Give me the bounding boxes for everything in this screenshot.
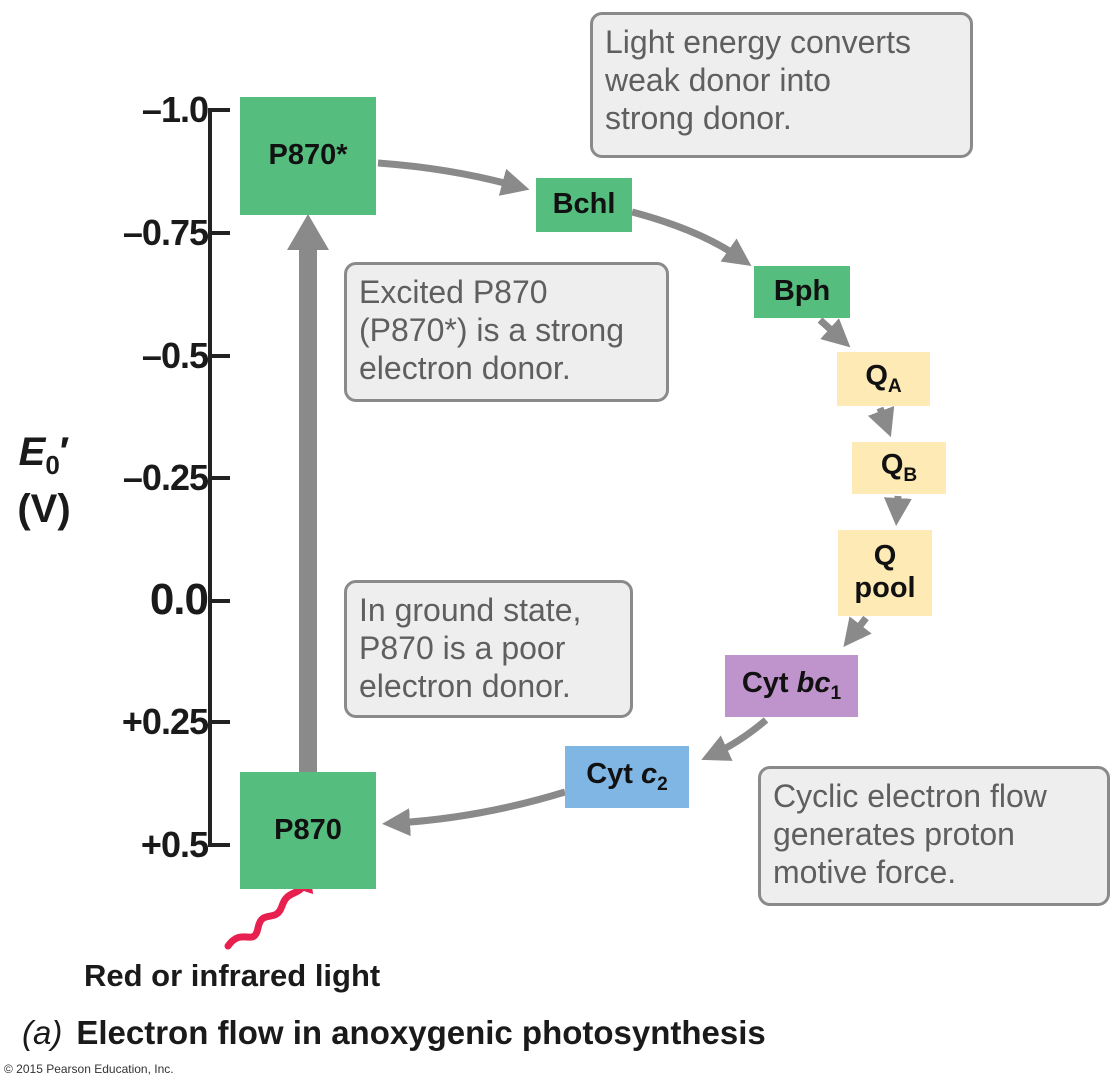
copyright: © 2015 Pearson Education, Inc. bbox=[4, 1062, 174, 1076]
tick-label: +0.25 bbox=[121, 701, 209, 742]
note-ground-state: In ground state, P870 is a poor electron… bbox=[344, 580, 633, 718]
note-cyclic-flow: Cyclic electron flow generates proton mo… bbox=[758, 766, 1110, 906]
light-label: Red or infrared light bbox=[84, 958, 381, 993]
tick-label: 0.0 bbox=[149, 575, 209, 624]
tick-label: –0.25 bbox=[122, 457, 209, 498]
excitation-arrow bbox=[287, 214, 329, 773]
q-pool-box: Q pool bbox=[838, 530, 932, 616]
tick-label: –0.75 bbox=[122, 212, 209, 253]
tick-label: +0.5 bbox=[140, 824, 209, 865]
tick-label: –1.0 bbox=[141, 89, 209, 130]
note-excited-p870: Excited P870 (P870*) is a strong electro… bbox=[344, 262, 669, 402]
bchl-box: Bchl bbox=[536, 178, 632, 232]
cyt-c2-box: Cyt c2 bbox=[565, 746, 689, 808]
bph-box: Bph bbox=[754, 266, 850, 318]
qa-box: QA bbox=[837, 352, 930, 406]
note-light-energy: Light energy converts weak donor into st… bbox=[590, 12, 973, 158]
tick-label: –0.5 bbox=[141, 335, 209, 376]
y-axis-label: E0′ (V) bbox=[17, 430, 71, 531]
p870-excited-box: P870* bbox=[240, 97, 376, 215]
energy-axis bbox=[208, 108, 230, 847]
qb-box: QB bbox=[852, 442, 946, 494]
p870-ground-box: P870 bbox=[240, 772, 376, 889]
figure-caption: (a)Electron flow in anoxygenic photosynt… bbox=[22, 1014, 766, 1051]
light-wave-icon bbox=[224, 869, 314, 950]
cyt-bc1-box: Cyt bc1 bbox=[725, 655, 858, 717]
electron-flow-arrows bbox=[377, 159, 912, 837]
